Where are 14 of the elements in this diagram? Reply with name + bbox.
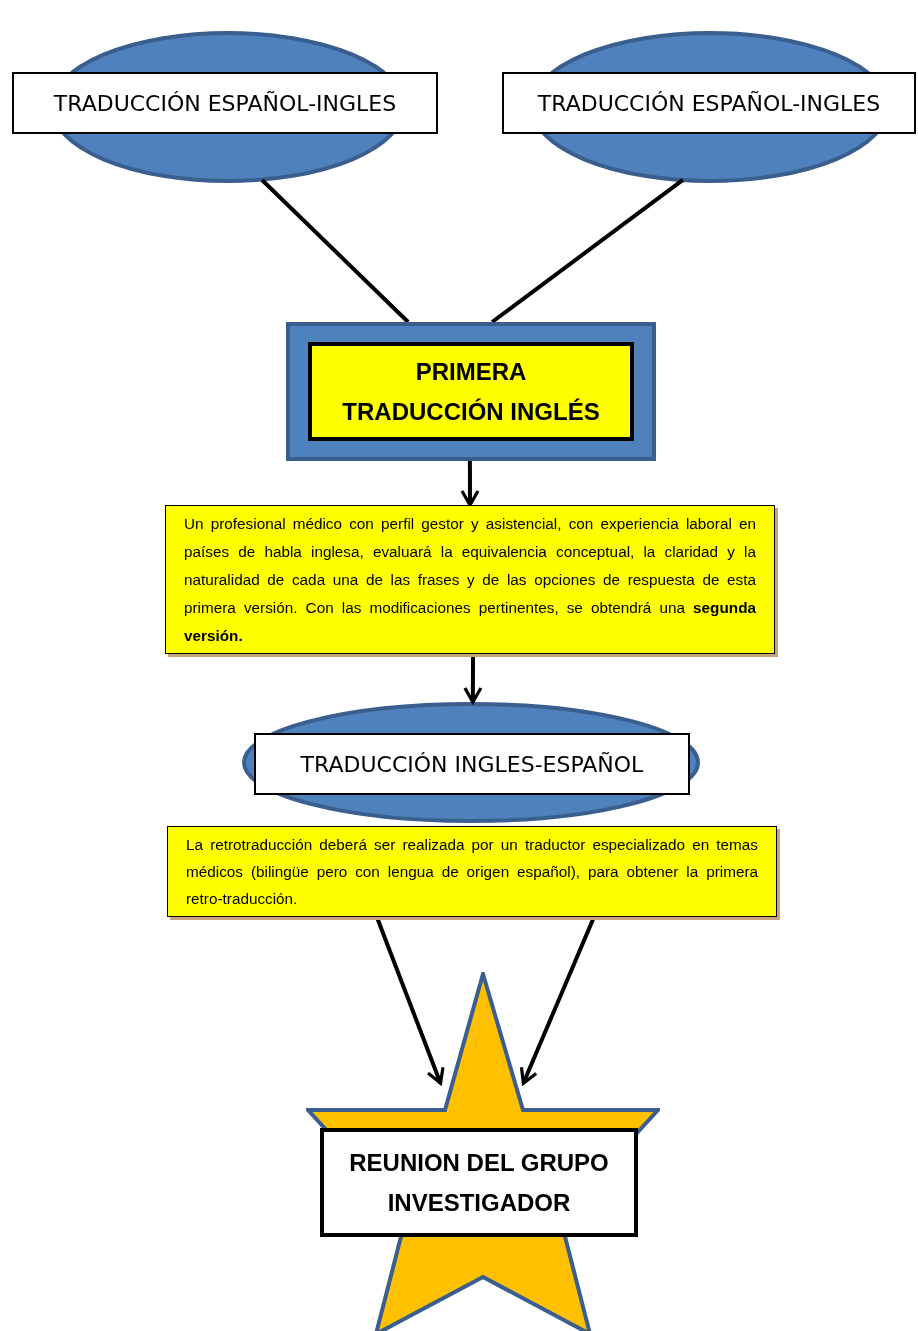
note-box [167,826,777,917]
label-text: TRADUCCIÓN ESPAÑOL-INGLES [53,90,397,116]
label-text: TRADUCCIÓN ESPAÑOL-INGLES [537,90,881,116]
process-box: REUNION DEL GRUPO INVESTIGADOR [320,1128,638,1237]
arrow [460,461,480,507]
process-box: PRIMERA TRADUCCIÓN INGLÉS [308,342,634,441]
framed-box [286,322,656,461]
note-text: La retrotraducción deberá ser realizada por un traductor especializado en temas médicos (bilingüe pero con lengua de origen español), para obtener la primera retro-traducción. [186,835,758,909]
arrow [463,654,483,704]
connector-line [490,178,685,324]
label-text: TRADUCCIÓN INGLES-ESPAÑOL [300,751,644,777]
connector-line [260,178,410,324]
note-box [165,505,775,654]
note-text: Un profesional médico con perfil gestor y asistencial, con experiencia laboral en países de habla inglesa, evaluará la equivalencia conceptual, la claridad y la naturalidad de cada una de las frases y de las opciones de respuesta de esta primera versión. Con las modificaciones pertinentes, se obtendrá una segunda versión. [184,513,756,646]
